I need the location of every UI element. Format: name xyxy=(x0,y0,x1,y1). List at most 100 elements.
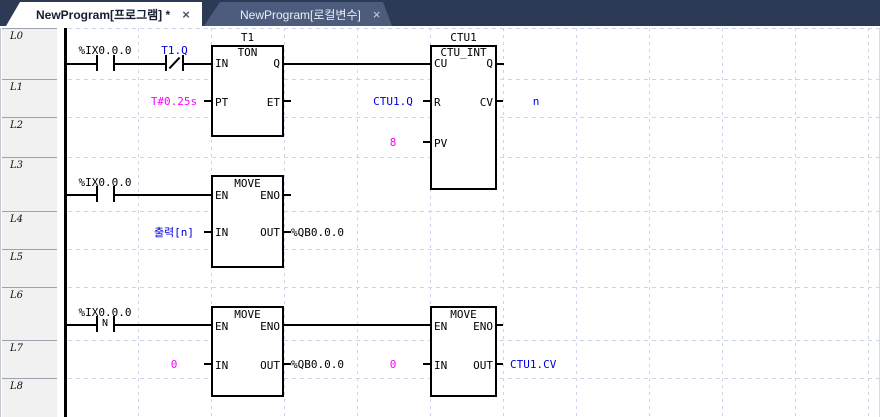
block-type-label: TON xyxy=(237,46,258,59)
tab-local-variables[interactable]: NewProgram[로컬변수] × xyxy=(204,2,392,26)
pin-label: OUT xyxy=(260,359,280,372)
wire-segment xyxy=(282,63,432,65)
pin-label: ENO xyxy=(473,320,493,333)
rung-label-cell[interactable]: L2 xyxy=(2,117,57,157)
function-block-ctu[interactable]: CTU_INT CU Q R CV PV xyxy=(430,45,497,190)
rung-label: L5 xyxy=(10,252,24,263)
tab-close-icon[interactable]: × xyxy=(372,6,381,22)
rung-label-cell[interactable]: L7 xyxy=(2,340,57,378)
operand-value[interactable]: n xyxy=(532,95,540,108)
pin-stub xyxy=(495,63,504,65)
ladder-canvas[interactable]: L0 L1 L2 L3 L4 L5 L6 L7 L8 xyxy=(0,28,880,417)
rung-label: L2 xyxy=(10,120,24,131)
contact-bar xyxy=(113,55,115,71)
pin-label: Q xyxy=(486,57,493,70)
operand-value[interactable]: 출력[n] xyxy=(153,226,195,239)
rung-label-cell[interactable]: L0 xyxy=(2,28,57,79)
pin-label: ENO xyxy=(260,320,280,333)
operand-value[interactable]: T#0.25s xyxy=(150,95,198,108)
contact-operand[interactable]: %IX0.0.0 xyxy=(78,306,132,319)
rung-label: L0 xyxy=(10,31,24,42)
pin-stub xyxy=(423,141,432,143)
contact-bar xyxy=(96,55,98,71)
wire-segment xyxy=(115,194,212,196)
pin-stub xyxy=(423,363,432,365)
contact-operand[interactable]: %IX0.0.0 xyxy=(78,44,132,57)
operand-value[interactable]: CTU1.CV xyxy=(510,358,557,371)
pin-label: OUT xyxy=(473,359,493,372)
function-block-move[interactable]: MOVE EN ENO IN OUT xyxy=(211,306,284,397)
block-type-label: CTU_INT xyxy=(440,46,487,59)
grid-line-h xyxy=(68,28,880,29)
tab-program-label: NewProgram[프로그램] * xyxy=(36,7,171,22)
power-rail xyxy=(64,28,67,417)
wire-segment xyxy=(184,63,212,65)
contact-operand[interactable]: T1.Q xyxy=(161,44,188,57)
pin-label: EN xyxy=(215,189,229,202)
operand-value[interactable]: CTU1.Q xyxy=(373,95,413,108)
tab-program[interactable]: NewProgram[프로그램] * × xyxy=(6,2,202,26)
contact-bar xyxy=(165,55,167,71)
rung-label-cell[interactable]: L6 xyxy=(2,287,57,340)
grid-line-v xyxy=(284,28,285,417)
operand-value[interactable]: 8 xyxy=(389,136,397,149)
pin-stub xyxy=(423,100,432,102)
pin-stub xyxy=(282,194,291,196)
rung-label-cell[interactable]: L5 xyxy=(2,249,57,287)
grid-line-v xyxy=(795,28,796,417)
wire-segment xyxy=(67,63,96,65)
rung-label-cell[interactable]: L3 xyxy=(2,157,57,211)
pin-label: IN xyxy=(434,359,448,372)
rung-label: L3 xyxy=(10,160,24,171)
operand-value[interactable]: %QB0.0.0 xyxy=(291,358,344,371)
pin-stub xyxy=(495,324,503,326)
rung-label: L8 xyxy=(10,381,24,392)
function-block-ton[interactable]: TON IN Q PT ET xyxy=(211,45,284,137)
grid-line-v xyxy=(430,28,431,417)
grid-line-v xyxy=(503,28,504,417)
pin-label: ET xyxy=(266,96,280,109)
tab-local-variables-label: NewProgram[로컬변수] xyxy=(240,7,361,22)
operand-value[interactable]: 0 xyxy=(170,358,178,371)
rung-label: L7 xyxy=(10,343,24,354)
grid-line-v xyxy=(722,28,723,417)
block-instance-name[interactable]: CTU1 xyxy=(450,31,477,44)
block-type-label: MOVE xyxy=(234,177,261,190)
pin-label: CU xyxy=(434,57,448,70)
operand-value[interactable]: %QB0.0.0 xyxy=(291,226,344,239)
rung-label: L4 xyxy=(10,214,24,225)
pin-label: OUT xyxy=(260,226,280,239)
function-block-move[interactable]: MOVE EN ENO IN OUT xyxy=(430,306,497,397)
contact-bar xyxy=(182,55,184,71)
document-tab-bar: NewProgram[프로그램] * × NewProgram[로컬변수] × xyxy=(0,0,880,26)
contact-operand[interactable]: %IX0.0.0 xyxy=(78,176,132,189)
pin-label: Q xyxy=(273,57,280,70)
rung-label-cell[interactable]: L4 xyxy=(2,211,57,249)
grid-line-v xyxy=(357,28,358,417)
block-instance-name[interactable]: T1 xyxy=(240,31,255,44)
contact-bar xyxy=(96,316,98,332)
pin-label: R xyxy=(434,96,441,109)
function-block-move[interactable]: MOVE EN ENO IN OUT xyxy=(211,175,284,268)
rung-label-cell[interactable]: L8 xyxy=(2,378,57,417)
wire-segment xyxy=(115,63,165,65)
block-type-label: MOVE xyxy=(234,308,261,321)
grid-line-v xyxy=(868,28,869,417)
operand-value[interactable]: 0 xyxy=(389,358,397,371)
pin-stub xyxy=(204,100,212,102)
rung-label: L6 xyxy=(10,290,24,301)
rung-label-gutter: L0 L1 L2 L3 L4 L5 L6 L7 L8 xyxy=(2,28,57,417)
rung-label-cell[interactable]: L1 xyxy=(2,79,57,117)
pin-label: PT xyxy=(215,96,229,109)
grid-line-h xyxy=(68,249,880,250)
grid-line-h xyxy=(68,211,880,212)
grid-line-v xyxy=(649,28,650,417)
wire-segment xyxy=(67,324,96,326)
wire-segment xyxy=(282,324,432,326)
tab-close-icon[interactable]: × xyxy=(182,6,190,22)
window-edge xyxy=(0,28,1,417)
wire-segment xyxy=(67,194,96,196)
pin-stub xyxy=(495,363,503,365)
pin-label: IN xyxy=(215,57,229,70)
